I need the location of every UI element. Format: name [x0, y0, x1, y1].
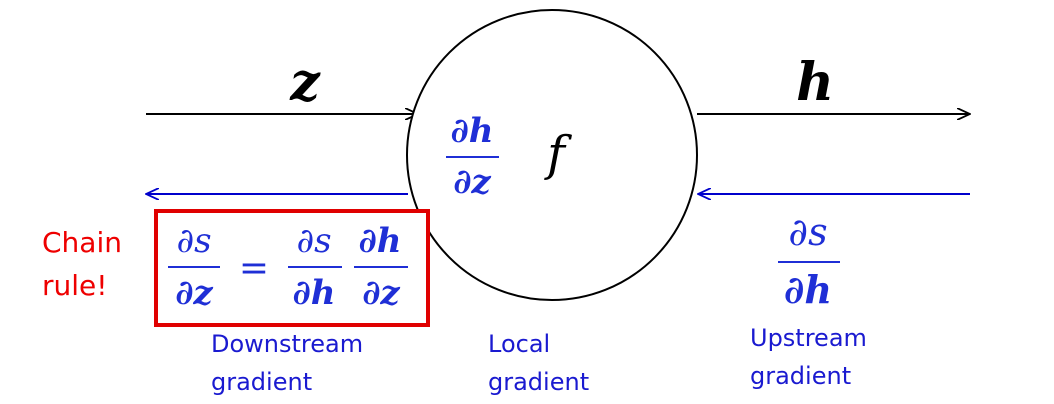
lhs-numerator: ∂s: [176, 221, 211, 261]
downstream-caption-line2: gradient: [211, 368, 312, 396]
factor1-numerator: ∂s: [296, 221, 331, 261]
local-gradient-fraction: ∂h ∂z: [446, 111, 499, 202]
upstream-caption-line2: gradient: [750, 362, 851, 390]
output-variable-h: h: [796, 52, 834, 113]
equals-sign: =: [239, 248, 269, 289]
local-caption-line2: gradient: [488, 368, 589, 396]
input-variable-z: z: [289, 52, 321, 113]
function-node: [406, 9, 698, 301]
upstream-caption-line1: Upstream: [750, 324, 867, 352]
chain-rule-equation: ∂s ∂z = ∂s ∂h ∂h ∂z: [168, 221, 408, 313]
upstream-gradient-denominator: ∂h: [784, 267, 832, 312]
downstream-caption-line1: Downstream: [211, 330, 363, 358]
chain-rule-label-line1: Chain: [42, 226, 122, 259]
chain-rule-label-line2: rule!: [42, 269, 108, 302]
local-caption-line1: Local: [488, 330, 550, 358]
lhs-denominator: ∂z: [175, 273, 213, 313]
upstream-gradient-numerator: ∂s: [788, 210, 827, 254]
factor2-numerator: ∂h: [359, 221, 402, 261]
upstream-gradient-fraction: ∂s ∂h: [778, 210, 840, 312]
factor1-denominator: ∂h: [293, 273, 336, 313]
local-gradient-denominator: ∂z: [453, 162, 491, 202]
local-gradient-numerator: ∂h: [451, 111, 494, 151]
factor2-denominator: ∂z: [362, 273, 400, 313]
